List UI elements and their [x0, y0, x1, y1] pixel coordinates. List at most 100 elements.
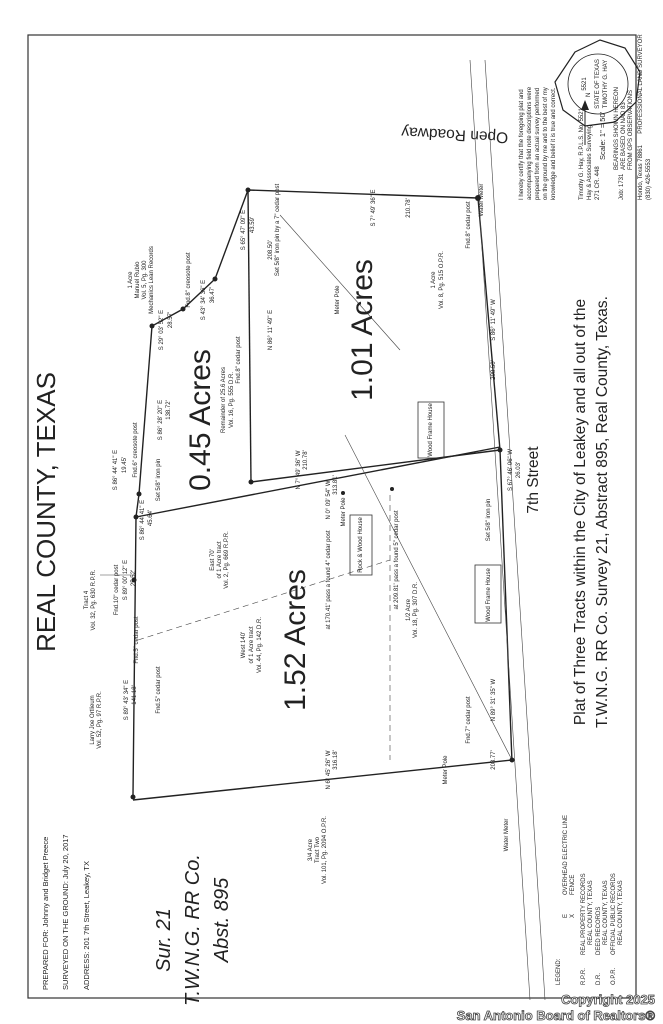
legend-abbr-desc: REAL COUNTY, TEXAS — [588, 880, 594, 945]
structure-label: Water Meter — [504, 819, 510, 852]
structure-label: Meter Pole — [341, 497, 347, 527]
street-7th: 7th Street — [525, 446, 542, 514]
surveyor-seal — [554, 39, 641, 127]
house-3 — [349, 514, 373, 576]
adjoiner-label: Vol. 32, Pg. 630 R.P.R. — [91, 569, 97, 630]
tract-desc: Remainder of 25.6 Acres — [221, 367, 227, 433]
survey-call: N 0° 09' 54" W — [326, 480, 332, 519]
legend-abbr-desc: REAL COUNTY, TEXAS — [618, 880, 624, 945]
tract-acres: 1.01 Acres — [346, 259, 379, 401]
survey-call: S 65° 47' 09" E — [241, 210, 247, 250]
monument-label: Fnd.8" cedar post — [236, 336, 242, 383]
survey-call: 208.50' — [491, 360, 497, 380]
legend-sym: E — [563, 914, 569, 918]
tract-acres: 0.45 Acres — [184, 349, 217, 491]
house-1 — [417, 401, 445, 459]
survey-call: 210.78' — [303, 450, 309, 470]
survey-call: 28.57' — [168, 312, 174, 328]
survey-call: 25.52' — [131, 570, 137, 586]
monument-label: Fnd.8" cedar post — [466, 201, 472, 248]
tract-desc: of 1 Acre tract — [249, 626, 255, 663]
legend-abbr: D.R. — [596, 973, 602, 985]
tract-desc: Vol. 16, Pg. 555 D.R. — [229, 372, 235, 428]
survey-call: S 86° 44' 41" E — [113, 450, 119, 490]
legend-abbr: R.P.R. — [581, 968, 587, 985]
certification-text: knowledge and belief it is true and corr… — [551, 87, 557, 200]
adjoiner-label: 1/2 Acre — [406, 598, 412, 621]
legend-sym: X — [570, 914, 576, 918]
survey-call: 36.47' — [210, 287, 216, 303]
adjoiner-label: Vol. 5, Pg. 300 — [142, 260, 148, 300]
tract-acres: 1.52 Acres — [279, 569, 312, 711]
north-label: N — [586, 93, 592, 97]
survey-call: S 89° 43' 34" E — [124, 680, 130, 720]
legend-title: LEGEND: — [556, 958, 562, 985]
surveyor-info: Hay & Associates Surveying — [587, 125, 593, 200]
survey-label: Sur. 21 — [153, 908, 175, 972]
monument-label: Set 5/8" iron pin — [156, 459, 162, 502]
watermark-board: San Antonio Board of Realtors® — [457, 1008, 656, 1023]
survey-call: N 6° 45' 26" W — [326, 750, 332, 789]
adjoiner-label: Larry Joe Ortlieum — [90, 695, 96, 744]
bearings-note: FROM GPS OBSERVATIONS — [628, 90, 634, 170]
legend-abbr-desc: OFFICIAL PUBLIC RECORDS — [611, 873, 617, 955]
survey-call: 210.78' — [406, 198, 412, 218]
survey-call: 208.77' — [491, 750, 497, 770]
monument-label: Fnd.5" cedar post — [156, 666, 162, 713]
survey-call: 43.59' — [250, 217, 256, 233]
page-border — [27, 34, 637, 999]
legend-label: FENCE — [570, 875, 576, 895]
legend-abbr-desc: REAL PROPERTY RECORDS — [581, 873, 587, 955]
tract-desc: West 140' — [241, 632, 247, 658]
plat-title-line: Plat of Three Tracts within the City of … — [572, 299, 589, 725]
survey-call: N 7° 49' 36" W — [296, 450, 302, 489]
survey-call: S 43° 34' 36" E — [201, 280, 207, 320]
monument-label: Fnd.6" creosote post — [133, 422, 139, 477]
survey-call: 26.03' — [516, 462, 522, 478]
tract-desc: Vol. 8, Pg. 515 O.P.R. — [439, 251, 445, 309]
survey-call: 45.64' — [148, 510, 154, 526]
prepared-for: PREPARED FOR: Johnny and Bridget Preece — [41, 837, 50, 990]
watermark-copyright: Copyright 2025 — [561, 992, 655, 1007]
monument-label: Fnd.10" cedar post — [114, 564, 120, 615]
tract-desc: Vol. 44, Pg. 142 D.R. — [257, 617, 263, 673]
survey-label: Abst. 895 — [211, 877, 233, 963]
survey-call: S 86° 28' 20" E — [158, 400, 164, 440]
structure-label: Wood Frame House — [428, 403, 434, 457]
seal-text: PROFESSIONAL LAND SURVEYOR — [638, 34, 644, 134]
adjoiner-label: 1 Acre — [128, 271, 134, 289]
address: ADDRESS: 201 7th Street, Leakey, TX — [82, 861, 91, 990]
surveyor-info: Job: 1731 — [619, 173, 625, 200]
structure-label: Meter Pole — [443, 755, 449, 785]
surveyor-info: (830) 426-5553 — [646, 158, 652, 200]
structure-label: Wood Frame House — [486, 568, 492, 622]
adjoiner-label: 3/4 Acre — [308, 838, 314, 861]
house-2 — [474, 564, 502, 624]
tract-desc: 1 Acre — [431, 271, 437, 289]
adjoiner-label: Vol. 101, Pg. 2094 O.P.R. — [322, 816, 328, 884]
survey-call: N 89° 31' 35" W — [491, 678, 497, 721]
legend-abbr-desc: DEED RECORDS — [596, 907, 602, 955]
survey-call: N 86° 11' 49" E — [268, 310, 274, 350]
adjoiner-label: Mechanics Lean Records — [149, 246, 155, 314]
survey-call: S 7° 49' 36" E — [371, 189, 377, 226]
surveyor-info: Timothy G. Hay, R.P.L.S. No. 5521 — [579, 107, 585, 200]
seal-text: TIMOTHY G. HAY — [603, 60, 609, 108]
plat-title-line: T.W.N.G. RR Co. Survey 21, Abstract 895,… — [594, 296, 611, 728]
legend-label: OVERHEAD ELECTRIC LINE — [563, 815, 569, 895]
adjoiner-label: Vol. 18, Pg. 307 D.R. — [413, 582, 419, 638]
survey-call: S 29° 03' 52" E — [159, 310, 165, 350]
seal-text: 5521 — [582, 77, 588, 91]
north-arrow-icon — [581, 100, 589, 145]
survey-call: 316.18' — [333, 750, 339, 770]
adjoiner-label: Manuel Rubio — [135, 261, 141, 299]
survey-label: T.W.N.G. RR Co. — [182, 854, 204, 1006]
structure-label: Water Meter — [479, 184, 485, 217]
surveyor-info: 271 CR. 448 — [595, 166, 601, 200]
surveyor-info: Hondo, Texas 78861 — [638, 144, 644, 200]
survey-call: 19.45' — [122, 457, 128, 473]
survey-call: S 86° 11' 49" W — [491, 299, 497, 341]
survey-call: S 86° 44' 41" E — [140, 500, 146, 540]
adjoiner-label: Tract 4 — [84, 590, 90, 609]
survey-call: S 89° 00' 12" E — [123, 560, 129, 600]
